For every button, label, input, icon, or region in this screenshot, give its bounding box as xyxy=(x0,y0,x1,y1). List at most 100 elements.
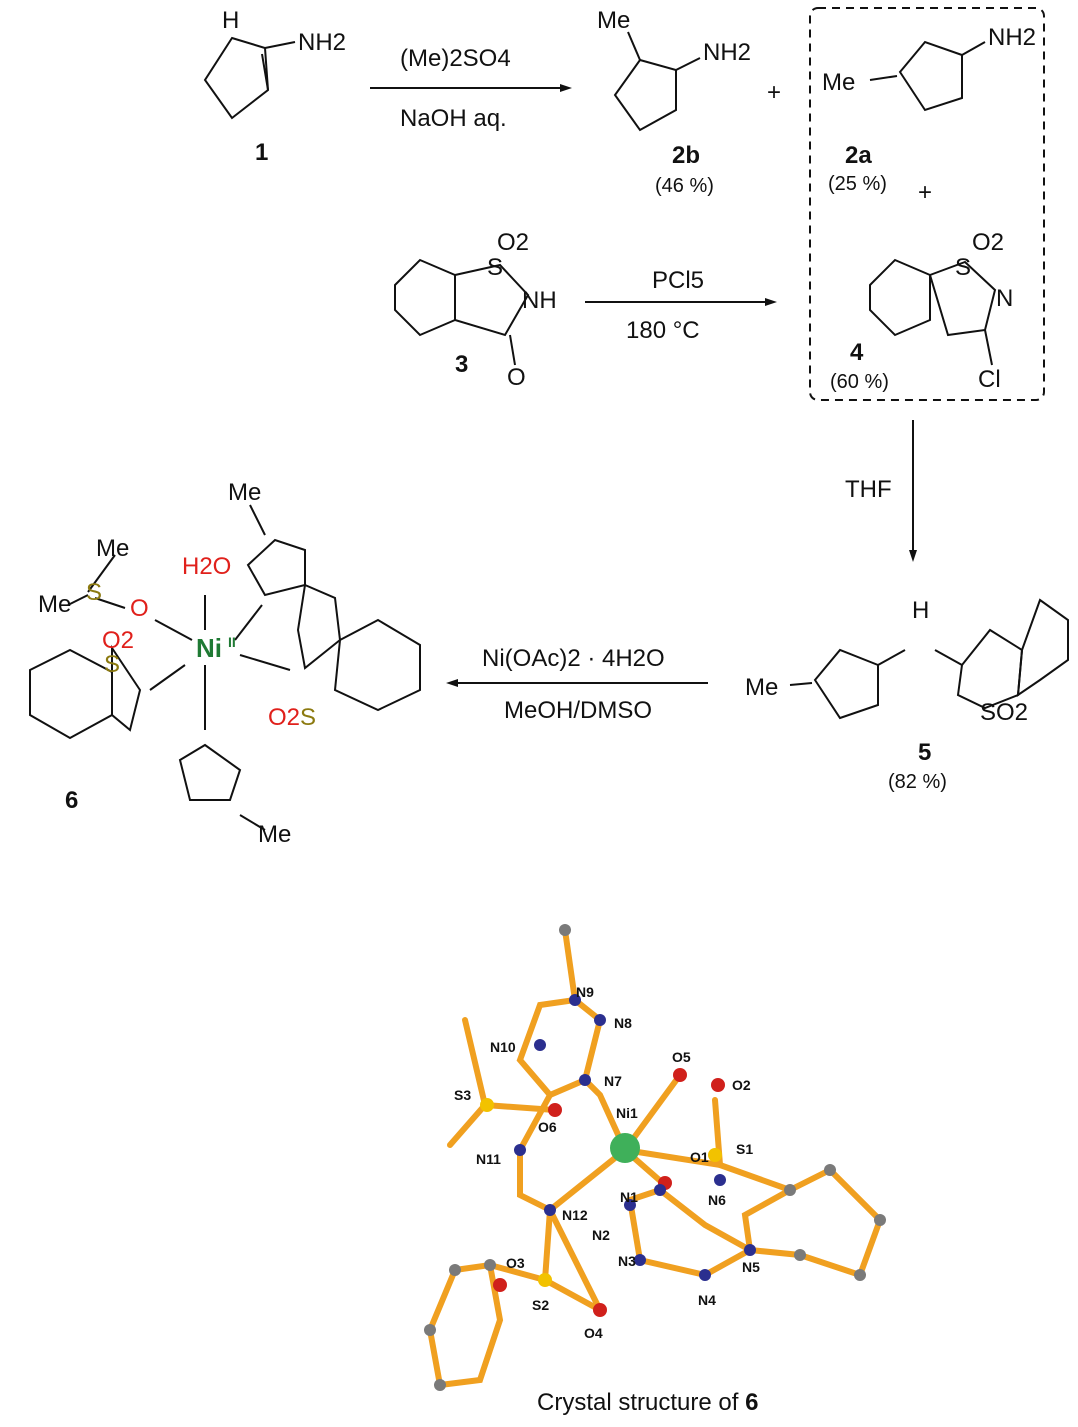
c6-o2-left: O2 xyxy=(102,627,134,654)
c5-number: 5 xyxy=(918,739,931,766)
c3-number: 3 xyxy=(455,351,468,378)
c6-me-dmso-1: Me xyxy=(96,535,129,562)
atom xyxy=(794,1249,806,1261)
c3-s: S xyxy=(487,254,503,281)
atom xyxy=(714,1174,726,1186)
atom-label-o1: O1 xyxy=(690,1149,709,1165)
c1-h: H xyxy=(222,7,239,34)
atom xyxy=(784,1184,796,1196)
atom xyxy=(854,1269,866,1281)
reaction-3: THF xyxy=(845,420,917,562)
atom xyxy=(434,1379,446,1391)
c4-n: N xyxy=(996,285,1013,312)
c6-number: 6 xyxy=(65,787,78,814)
atom-label-n8: N8 xyxy=(614,1015,632,1031)
atom-label-o3: O3 xyxy=(506,1255,525,1271)
c6-me-dmso-2: Me xyxy=(38,591,71,618)
c5-yield: (82 %) xyxy=(888,771,947,793)
atom xyxy=(534,1039,546,1051)
atom-label-s3: S3 xyxy=(454,1087,471,1103)
c5-so2: SO2 xyxy=(980,699,1028,726)
c6-water: H2O xyxy=(182,553,231,580)
atom xyxy=(708,1148,722,1162)
atom-label-o2: O2 xyxy=(732,1077,751,1093)
c6-s-dmso: S xyxy=(86,579,102,606)
atom xyxy=(673,1068,687,1082)
atom xyxy=(634,1254,646,1266)
c2a-yield: (25 %) xyxy=(828,173,887,195)
crystal-caption-prefix: Crystal structure of xyxy=(537,1389,745,1416)
atom-label-n5: N5 xyxy=(742,1259,760,1275)
atom xyxy=(493,1278,507,1292)
c4-cl: Cl xyxy=(978,366,1001,393)
c2b-nh2: NH2 xyxy=(703,39,751,66)
atom xyxy=(424,1324,436,1336)
atom xyxy=(699,1269,711,1281)
c6-o2-right: O2 xyxy=(268,704,300,731)
compound-4: O2 S N Cl 4 (60 %) xyxy=(830,229,1013,393)
atom-label-s1: S1 xyxy=(736,1141,753,1157)
atom xyxy=(480,1098,494,1112)
ni-atom xyxy=(610,1133,640,1163)
c2b-me: Me xyxy=(597,7,630,34)
c4-number: 4 xyxy=(850,339,864,366)
atom-label-o4: O4 xyxy=(584,1325,603,1341)
crystal-caption: Crystal structure of 6 xyxy=(537,1389,758,1416)
crystal-labels: N9 N8 N10 N7 O5 O2 S3 Ni1 O6 O1 S1 N11 N… xyxy=(454,984,760,1341)
atom xyxy=(559,924,571,936)
atom-label-o5: O5 xyxy=(672,1049,691,1065)
c1-nh2: NH2 xyxy=(298,29,346,56)
atom xyxy=(624,1199,636,1211)
c6-me-top: Me xyxy=(228,479,261,506)
c6-oxidation: II xyxy=(228,634,236,650)
atom-label-n1: N1 xyxy=(620,1189,638,1205)
atom-label-n11: N11 xyxy=(476,1151,501,1167)
atom xyxy=(579,1074,591,1086)
plus-2: + xyxy=(918,179,932,206)
c4-yield: (60 %) xyxy=(830,371,889,393)
c6-s-left: S xyxy=(104,651,120,678)
atom-label-n2: N2 xyxy=(592,1227,610,1243)
atom xyxy=(593,1303,607,1317)
compound-3: O2 S NH O 3 xyxy=(394,229,557,391)
atom xyxy=(569,994,581,1006)
r3-reagent: THF xyxy=(845,476,892,503)
c2a-number: 2a xyxy=(845,142,872,169)
c2a-me: Me xyxy=(822,69,855,96)
c6-metal: Ni xyxy=(196,633,222,663)
c2b-number: 2b xyxy=(672,142,700,169)
c5-h: H xyxy=(912,597,929,624)
r4-conditions: MeOH/DMSO xyxy=(504,697,652,724)
atom-label-ni1: Ni1 xyxy=(616,1105,638,1121)
compound-5: Me H SO2 5 (82 %) xyxy=(745,597,1069,793)
r4-reagent: Ni(OAc)2 · 4H2O xyxy=(482,645,665,672)
r2-conditions: 180 °C xyxy=(626,317,700,344)
atom xyxy=(874,1214,886,1226)
c3-o2: O2 xyxy=(497,229,529,256)
atom xyxy=(654,1184,666,1196)
reaction-2: PCl5 180 °C xyxy=(585,267,777,344)
atom-label-n4: N4 xyxy=(698,1292,716,1308)
atom-label-n10: N10 xyxy=(490,1039,516,1055)
c1-number: 1 xyxy=(255,139,268,166)
atom-label-s2: S2 xyxy=(532,1297,549,1313)
c5-me: Me xyxy=(745,674,778,701)
atom-label-o6: O6 xyxy=(538,1119,557,1135)
c6-me-bottom: Me xyxy=(258,821,291,848)
atom-label-n9: N9 xyxy=(576,984,594,1000)
c2b-yield: (46 %) xyxy=(655,175,714,197)
atom xyxy=(824,1164,836,1176)
compound-2a: Me NH2 2a (25 %) xyxy=(822,24,1036,195)
atom xyxy=(548,1103,562,1117)
compound-2b: Me NH2 2b (46 %) xyxy=(597,7,751,197)
reaction-1: (Me)2SO4 NaOH aq. xyxy=(370,45,572,132)
c4-o2: O2 xyxy=(972,229,1004,256)
atom xyxy=(744,1244,756,1256)
r2-reagent: PCl5 xyxy=(652,267,704,294)
atom-label-n7: N7 xyxy=(604,1073,622,1089)
atom xyxy=(514,1144,526,1156)
reaction-4: Ni(OAc)2 · 4H2O MeOH/DMSO xyxy=(446,645,708,724)
crystal-caption-compound: 6 xyxy=(745,1389,758,1416)
plus-1: + xyxy=(767,79,781,106)
